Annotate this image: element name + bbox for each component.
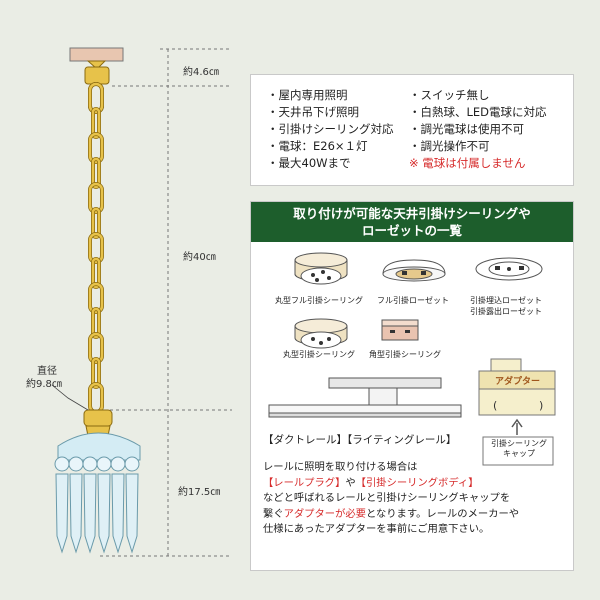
chain-link: [88, 282, 104, 314]
adapter-arrow-top: (: [493, 399, 497, 412]
spec-item: ・引掛けシーリング対応: [267, 122, 394, 136]
square-ceiling-icon: [381, 319, 419, 341]
spec-item: ・天井吊下げ照明: [267, 105, 359, 119]
ceiling-body-label: 【引掛シーリングボディ】: [355, 476, 479, 489]
crystal-bead: [124, 456, 140, 472]
diameter-label: 直径: [37, 366, 57, 377]
diameter-value: 約9.8㎝: [26, 379, 62, 390]
crystal-beads: [54, 456, 140, 472]
spec-item: ・屋内専用照明: [267, 88, 348, 102]
ceiling-panel: 取り付けが可能な天井引掛けシーリングや ローゼットの一覧: [250, 201, 574, 571]
shade: [57, 432, 141, 461]
spec-item: ・電球：E26×１灯: [267, 139, 368, 153]
spec-right-list: ・スイッチ無し ・白熱球、LED電球に対応 ・調光電球は使用不可 ・調光操作不可…: [409, 87, 547, 172]
crystal-prisms: [55, 473, 139, 554]
dimension-shade-height: 約17.5㎝: [178, 487, 221, 498]
round-full-ceiling-icon: [294, 252, 348, 285]
spec-item: ・調光電球は使用不可: [409, 122, 524, 136]
spec-item: ・調光操作不可: [409, 139, 490, 153]
crystal-bead: [96, 456, 112, 472]
text-line-5: 仕様にあったアダプターを事前にご用意下さい。: [263, 523, 490, 535]
or-text: や: [345, 476, 356, 489]
chain-link: [91, 257, 101, 289]
crystal-bead: [68, 456, 84, 472]
crystal-prism: [111, 473, 125, 554]
chain-link: [91, 157, 101, 189]
text-line-1: レールに照明を取り付ける場合は: [263, 461, 418, 473]
bulb-note: ※ 電球は付属しません: [409, 156, 526, 170]
spec-left-list: ・屋内専用照明 ・天井吊下げ照明 ・引掛けシーリング対応 ・電球：E26×１灯 …: [267, 87, 394, 172]
text-line-3: などと呼ばれるレールと引掛けシーリングキャップを: [263, 492, 511, 504]
caption-full-rosette: フル引掛ローゼット: [377, 296, 449, 305]
duct-rail-drawing: [268, 377, 462, 418]
rail-plug-label: 【レールプラグ】: [263, 476, 346, 489]
spec-item: ・最大40Wまで: [267, 156, 351, 170]
crystal-bead: [82, 456, 98, 472]
crystal-prism: [125, 473, 139, 554]
spec-item: ・スイッチ無し: [409, 88, 490, 102]
adapter-label: アダプター: [495, 377, 541, 387]
caption-embedded-rosette: 引掛埋込ローゼット: [470, 296, 542, 305]
adapter-required-text: アダプターが必要: [283, 507, 366, 520]
chain-link: [88, 82, 104, 114]
chain-link: [91, 307, 101, 339]
chain-link: [88, 182, 104, 214]
chain-link: [91, 357, 101, 389]
dimension-top: 約4.6㎝: [183, 67, 219, 78]
crystal-prism: [97, 473, 111, 554]
caption-round: 丸型引掛シーリング: [283, 350, 355, 359]
dimension-chain: 約40㎝: [183, 252, 216, 263]
ceiling-panel-header: 取り付けが可能な天井引掛けシーリングや ローゼットの一覧: [251, 202, 573, 242]
ceiling-fittings-drawing: [294, 252, 543, 349]
rail-instructions: レールに照明を取り付ける場合は 【レールプラグ】や【引掛シーリングボディ】 など…: [263, 460, 519, 538]
text-line-2: 【レールプラグ】や【引掛シーリングボディ】: [263, 476, 519, 492]
chain-link: [88, 132, 104, 164]
svg-text:): ): [539, 399, 543, 412]
connect-prefix: 繋ぐ: [263, 507, 284, 520]
chain-link: [91, 207, 101, 239]
full-rosette-icon: [382, 259, 446, 282]
header-line-2: ローゼットの一覧: [361, 223, 462, 238]
header-line-1: 取り付けが可能な天井引掛けシーリングや: [293, 206, 531, 221]
crystal-prism: [83, 473, 97, 554]
caption-exposed-rosette: 引掛露出ローゼット: [470, 307, 542, 316]
round-ceiling-icon: [294, 318, 348, 349]
spec-item: ・白熱球、LED電球に対応: [409, 105, 547, 119]
text-line-4: 繋ぐアダプターが必要となります。レールのメーカーや: [263, 507, 519, 523]
crystal-prism: [55, 473, 69, 554]
embedded-rosette-icon: [475, 257, 543, 281]
chain-link: [91, 107, 101, 139]
adapter-drawing: ( ): [478, 358, 556, 466]
canopy: [69, 47, 124, 62]
rail-label: 【ダクトレール】【ライティングレール】: [263, 434, 457, 446]
cap-label-line-1: 引掛シーリング: [491, 439, 547, 448]
caption-square: 角型引掛シーリング: [369, 350, 441, 359]
chain-link: [88, 232, 104, 264]
spec-panel: ・屋内専用照明 ・天井吊下げ照明 ・引掛けシーリング対応 ・電球：E26×１灯 …: [250, 74, 574, 186]
caption-round-full: 丸型フル引掛シーリング: [275, 296, 363, 305]
crystal-bead: [54, 456, 70, 472]
pendant-illustration: [51, 47, 232, 557]
crystal-bead: [110, 456, 126, 472]
cap-label-line-2: キャップ: [503, 449, 535, 458]
cap-label: 引掛シーリング キャップ: [485, 439, 553, 459]
connect-suffix: となります。レールのメーカーや: [365, 507, 520, 520]
chain-link: [88, 332, 104, 364]
crystal-prism: [69, 473, 83, 554]
